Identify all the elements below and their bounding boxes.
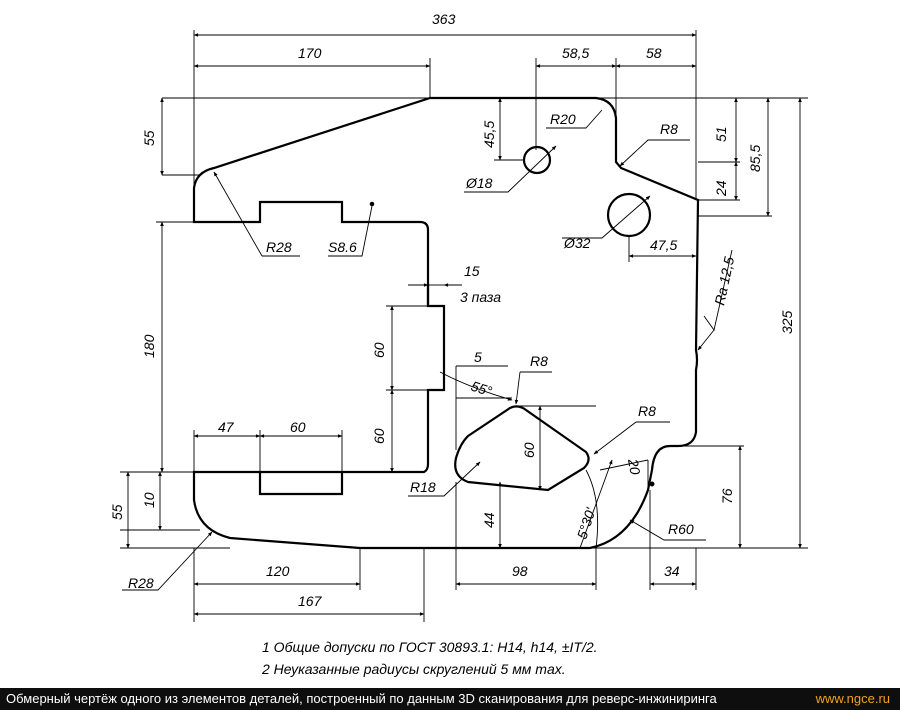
- site-link[interactable]: www.ngce.ru: [815, 691, 890, 706]
- dim-58-5: 58,5: [562, 45, 589, 61]
- dim-180: 180: [141, 334, 157, 358]
- dim-55-top: 55: [141, 130, 157, 146]
- dim-10: 10: [141, 492, 157, 508]
- dim-phi32: Ø32: [563, 235, 591, 251]
- dim-5-30: 5°30': [574, 505, 599, 541]
- dim-47: 47: [218, 419, 235, 435]
- dim-r60: R60: [668, 521, 694, 537]
- part-outline: [192, 96, 700, 550]
- dim-45-5: 45,5: [481, 121, 497, 148]
- dim-r18: R18: [410, 479, 436, 495]
- dim-5: 5: [474, 349, 482, 365]
- dim-r28-top: R28: [266, 239, 292, 255]
- dim-20: 20: [625, 457, 644, 476]
- dim-r8-right: R8: [638, 403, 656, 419]
- dim-60-bottom: 60: [290, 419, 306, 435]
- dim-363: 363: [432, 11, 456, 27]
- dim-phi18: Ø18: [465, 175, 493, 191]
- dim-r20: R20: [550, 111, 576, 127]
- dimension-lines: [120, 30, 808, 622]
- dim-60-upper: 60: [371, 342, 387, 358]
- dim-44: 44: [481, 512, 497, 528]
- dim-r28-bottom: R28: [128, 575, 154, 591]
- note-radii: 2 Неуказанные радиусы скруглений 5 мм ma…: [261, 661, 566, 677]
- dim-s8-6: S8.6: [328, 239, 357, 255]
- dim-98: 98: [512, 563, 528, 579]
- dim-34: 34: [664, 563, 680, 579]
- dim-15: 15: [464, 263, 480, 279]
- dim-170: 170: [298, 45, 322, 61]
- dim-r8-top: R8: [660, 121, 678, 137]
- dim-120: 120: [266, 563, 290, 579]
- note-tolerances: 1 Общие допуски по ГОСТ 30893.1: H14, h1…: [262, 639, 598, 655]
- dim-55-left: 55: [109, 504, 125, 520]
- triangular-cutout: [454, 405, 590, 492]
- roughness-ra: Ra 12,5: [711, 255, 737, 306]
- dim-76: 76: [719, 488, 735, 504]
- caption-text: Обмерный чертёж одного из элементов дета…: [6, 691, 717, 706]
- technical-drawing: 363 170 58,5 58 55 45,5 R20 R8 51 85,5 2…: [109, 11, 808, 677]
- hole-18: [522, 145, 552, 175]
- dim-85-5: 85,5: [747, 145, 763, 172]
- dim-58: 58: [646, 45, 662, 61]
- dim-r8-apex: R8: [530, 353, 548, 369]
- dim-55-deg: 55°: [469, 378, 494, 400]
- dim-60-triangle: 60: [521, 442, 537, 458]
- hole-32: [606, 192, 652, 238]
- dim-47-5: 47,5: [650, 237, 677, 253]
- dim-167: 167: [298, 593, 323, 609]
- dim-51: 51: [713, 126, 729, 142]
- dim-24: 24: [713, 180, 729, 197]
- note-3-slots: 3 паза: [460, 289, 501, 305]
- dim-60-lower: 60: [371, 428, 387, 444]
- caption-bar: Обмерный чертёж одного из элементов дета…: [0, 688, 900, 710]
- dim-325: 325: [779, 310, 795, 334]
